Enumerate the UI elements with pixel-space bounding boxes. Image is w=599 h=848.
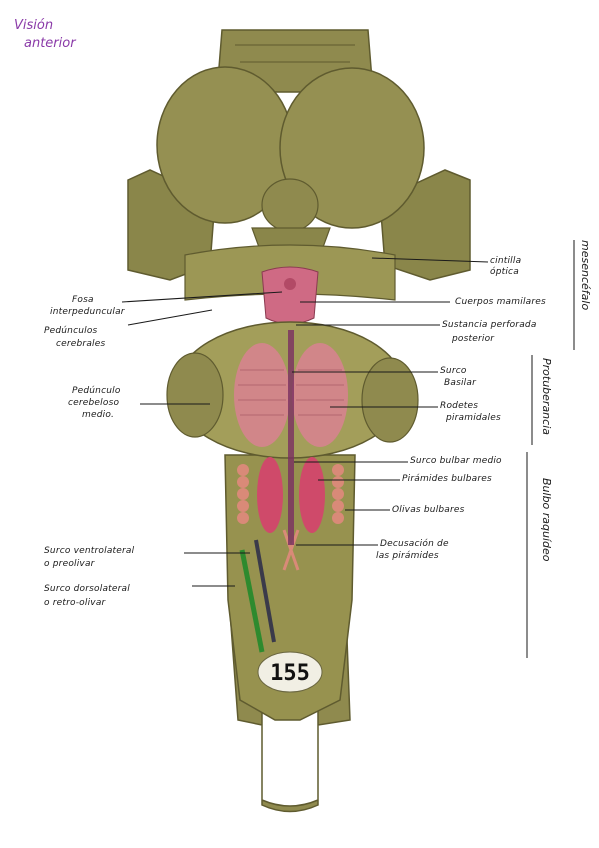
label-cintilla-optica: cintilla óptica: [490, 256, 522, 277]
label-decusacion-line-2: las pirámides: [376, 551, 439, 561]
ventrolateral-sulcus-line: [239, 549, 265, 653]
label-sustancia-line-2: posterior: [452, 334, 495, 344]
right-pyramidal-ridge: [292, 343, 348, 447]
hypothalamus: [261, 178, 319, 232]
label-pedunculos-line-2: cerebrales: [56, 339, 106, 349]
label-sustancia-line-1: Sustancia perforada: [442, 320, 537, 330]
label-pedunculo-medio-line-2: cerebeloso: [68, 398, 120, 408]
label-rodetes-line-2: piramidales: [446, 413, 501, 423]
label-surco-basilar-line-1: Surco: [440, 366, 467, 376]
label-surco-dorsolateral-line-1: Surco dorsolateral: [44, 584, 130, 594]
section-mesencefalo: mesencéfalo: [579, 240, 592, 311]
left-pyramidal-ridge: [234, 343, 290, 447]
section-protuberancia: Protuberancia: [540, 358, 553, 435]
title-line-2: anterior: [24, 36, 76, 51]
decussation: [282, 529, 300, 571]
label-pedunculos-line-1: Pedúnculos: [44, 326, 98, 336]
label-pedunculo-medio-line-1: Pedúnculo: [72, 386, 121, 396]
mammillary-region: [261, 266, 319, 325]
leader-fosa: [121, 291, 283, 303]
label-fosa-line-1: Fosa: [72, 295, 94, 305]
label-surco-dorsolateral-line-2: o retro-olivar: [44, 598, 106, 608]
label-decusacion-line-1: Decusación de: [380, 539, 449, 549]
right-middle-peduncle: [361, 357, 419, 443]
left-pyramid: [257, 457, 283, 533]
section-dividers: [526, 240, 575, 658]
label-surco-bulbar-medio: Surco bulbar medio: [410, 456, 502, 466]
medulla-body: [224, 454, 356, 721]
dorsolateral-sulcus-line: [254, 539, 276, 643]
leader-lines: [121, 257, 489, 587]
specimen-tag: 155: [270, 661, 310, 686]
left-olive: [237, 464, 249, 524]
specimen-tag-oval: [257, 651, 323, 693]
left-middle-peduncle: [166, 352, 224, 438]
label-pedunculo-medio-line-3: medio.: [82, 410, 115, 420]
label-rodetes-line-1: Rodetes: [440, 401, 479, 411]
title-line-1: Visión: [14, 18, 54, 33]
label-piramides-bulbares: Pirámides bulbares: [402, 474, 492, 484]
right-pyramid: [299, 457, 325, 533]
leader-pedunculos: [127, 309, 213, 326]
label-fosa-line-2: interpeduncular: [50, 307, 125, 317]
label-surco-ventrolateral-line-2: o preolivar: [44, 559, 95, 569]
section-bulbo-raquideo: Bulbo raquídeo: [540, 478, 553, 562]
label-surco-basilar-line-2: Basilar: [444, 378, 476, 388]
label-olivas-bulbares: Olivas bulbares: [392, 505, 465, 515]
right-olive: [332, 464, 344, 524]
label-surco-ventrolateral-line-1: Surco ventrolateral: [44, 546, 135, 556]
label-cuerpos-mamilares: Cuerpos mamilares: [455, 297, 546, 307]
leader-cintilla: [371, 257, 489, 263]
right-hemisphere: [279, 67, 425, 229]
